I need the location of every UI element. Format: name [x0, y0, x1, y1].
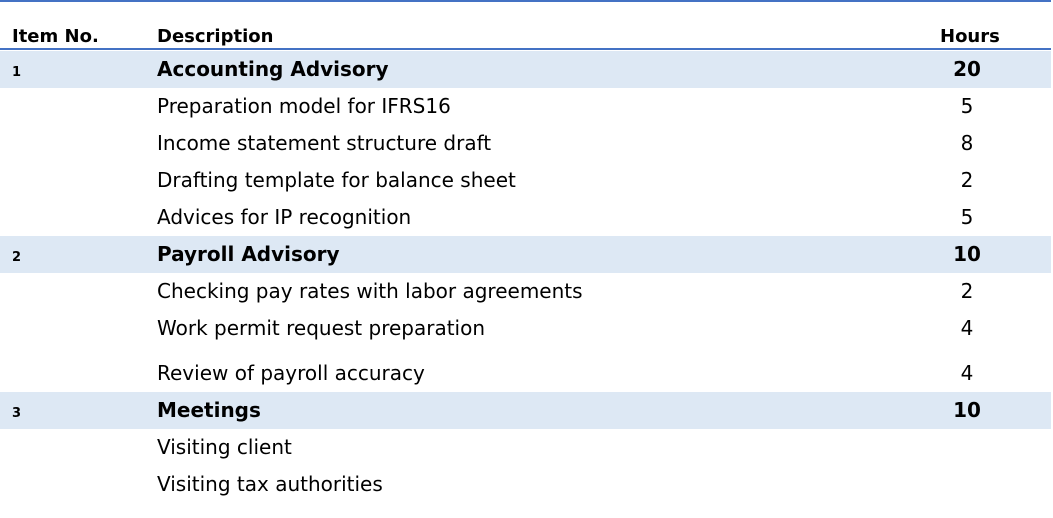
task-description: Income statement structure draft: [157, 131, 492, 155]
task-row: Checking pay rates with labor agreements…: [0, 273, 1051, 310]
task-description: Review of payroll accuracy: [157, 361, 425, 385]
section-item-number: 2: [12, 250, 22, 265]
task-hours: 4: [960, 316, 974, 340]
task-row: Visiting tax authorities: [0, 466, 1051, 503]
section-title: Payroll Advisory: [157, 242, 340, 266]
task-hours: 2: [960, 279, 974, 303]
task-hours: 4: [960, 361, 974, 385]
section-row-meetings: 3 Meetings 10: [0, 392, 1051, 429]
task-description: Work permit request preparation: [157, 316, 486, 340]
task-hours: 2: [960, 168, 974, 192]
header-item-no: Item No.: [12, 26, 99, 47]
task-description: Advices for IP recognition: [157, 205, 412, 229]
section-item-number: 1: [12, 65, 22, 80]
task-hours: 8: [960, 131, 974, 155]
task-hours: 5: [960, 205, 974, 229]
task-row: Advices for IP recognition 5: [0, 199, 1051, 236]
section-title: Accounting Advisory: [157, 57, 389, 81]
task-description: Visiting tax authorities: [157, 472, 383, 496]
task-row: Preparation model for IFRS16 5: [0, 88, 1051, 125]
task-description: Preparation model for IFRS16: [157, 94, 451, 118]
header-hours: Hours: [940, 26, 1000, 47]
task-hours: 5: [960, 94, 974, 118]
section-hours: 10: [953, 398, 981, 422]
task-description: Checking pay rates with labor agreements: [157, 279, 583, 303]
section-row-accounting-advisory: 1 Accounting Advisory 20: [0, 51, 1051, 88]
task-description: Visiting client: [157, 435, 292, 459]
task-row: Income statement structure draft 8: [0, 125, 1051, 162]
section-hours: 10: [953, 242, 981, 266]
section-item-number: 3: [12, 406, 22, 421]
section-row-payroll-advisory: 2 Payroll Advisory 10: [0, 236, 1051, 273]
task-description: Drafting template for balance sheet: [157, 168, 516, 192]
table-header: Item No. Description Hours: [0, 22, 1051, 50]
task-row: Work permit request preparation 4: [0, 310, 1051, 347]
section-title: Meetings: [157, 398, 261, 422]
header-description: Description: [157, 26, 274, 47]
task-row: Visiting client: [0, 429, 1051, 466]
section-hours: 20: [953, 57, 981, 81]
task-row: Drafting template for balance sheet 2: [0, 162, 1051, 199]
top-rule: [0, 0, 1051, 2]
task-row: Review of payroll accuracy 4: [0, 355, 1051, 392]
